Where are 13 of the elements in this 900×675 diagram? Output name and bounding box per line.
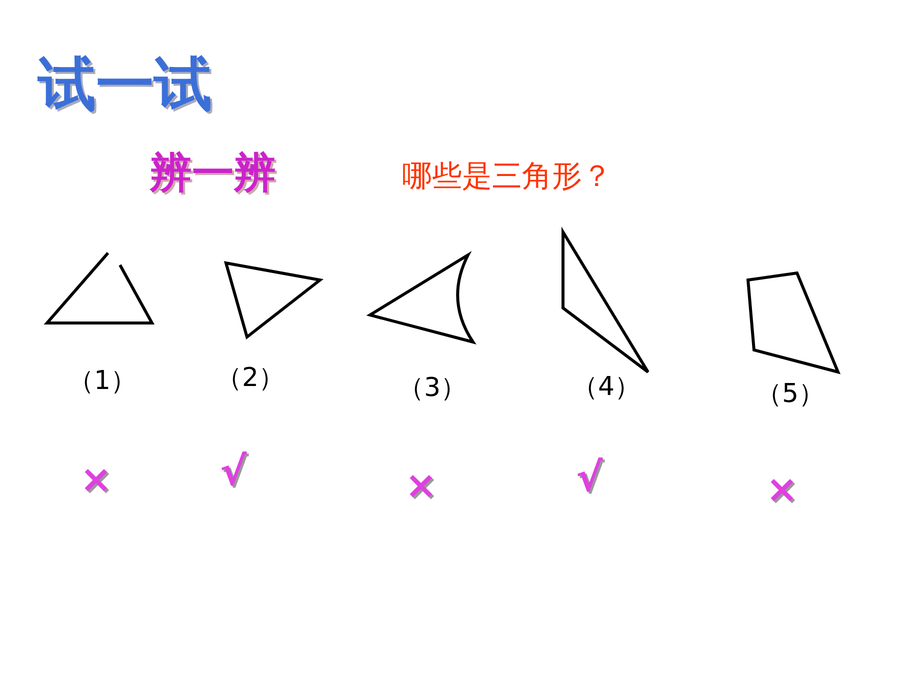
figure-number: （3）: [398, 375, 467, 401]
cross-mark: ×: [80, 460, 112, 498]
cross-mark: ×: [766, 470, 798, 508]
figure-number: （2）: [216, 365, 285, 391]
check-mark: √: [576, 458, 603, 498]
check-mark: √: [220, 452, 247, 492]
figure-number: （4）: [572, 374, 641, 400]
title: 试一试: [38, 55, 212, 113]
figure-number: （5）: [756, 381, 825, 407]
subtitle: 辨一辨: [150, 152, 276, 194]
cross-mark: ×: [405, 466, 437, 504]
question-text: 哪些是三角形？: [402, 162, 612, 192]
figure-number: （1）: [68, 368, 137, 394]
